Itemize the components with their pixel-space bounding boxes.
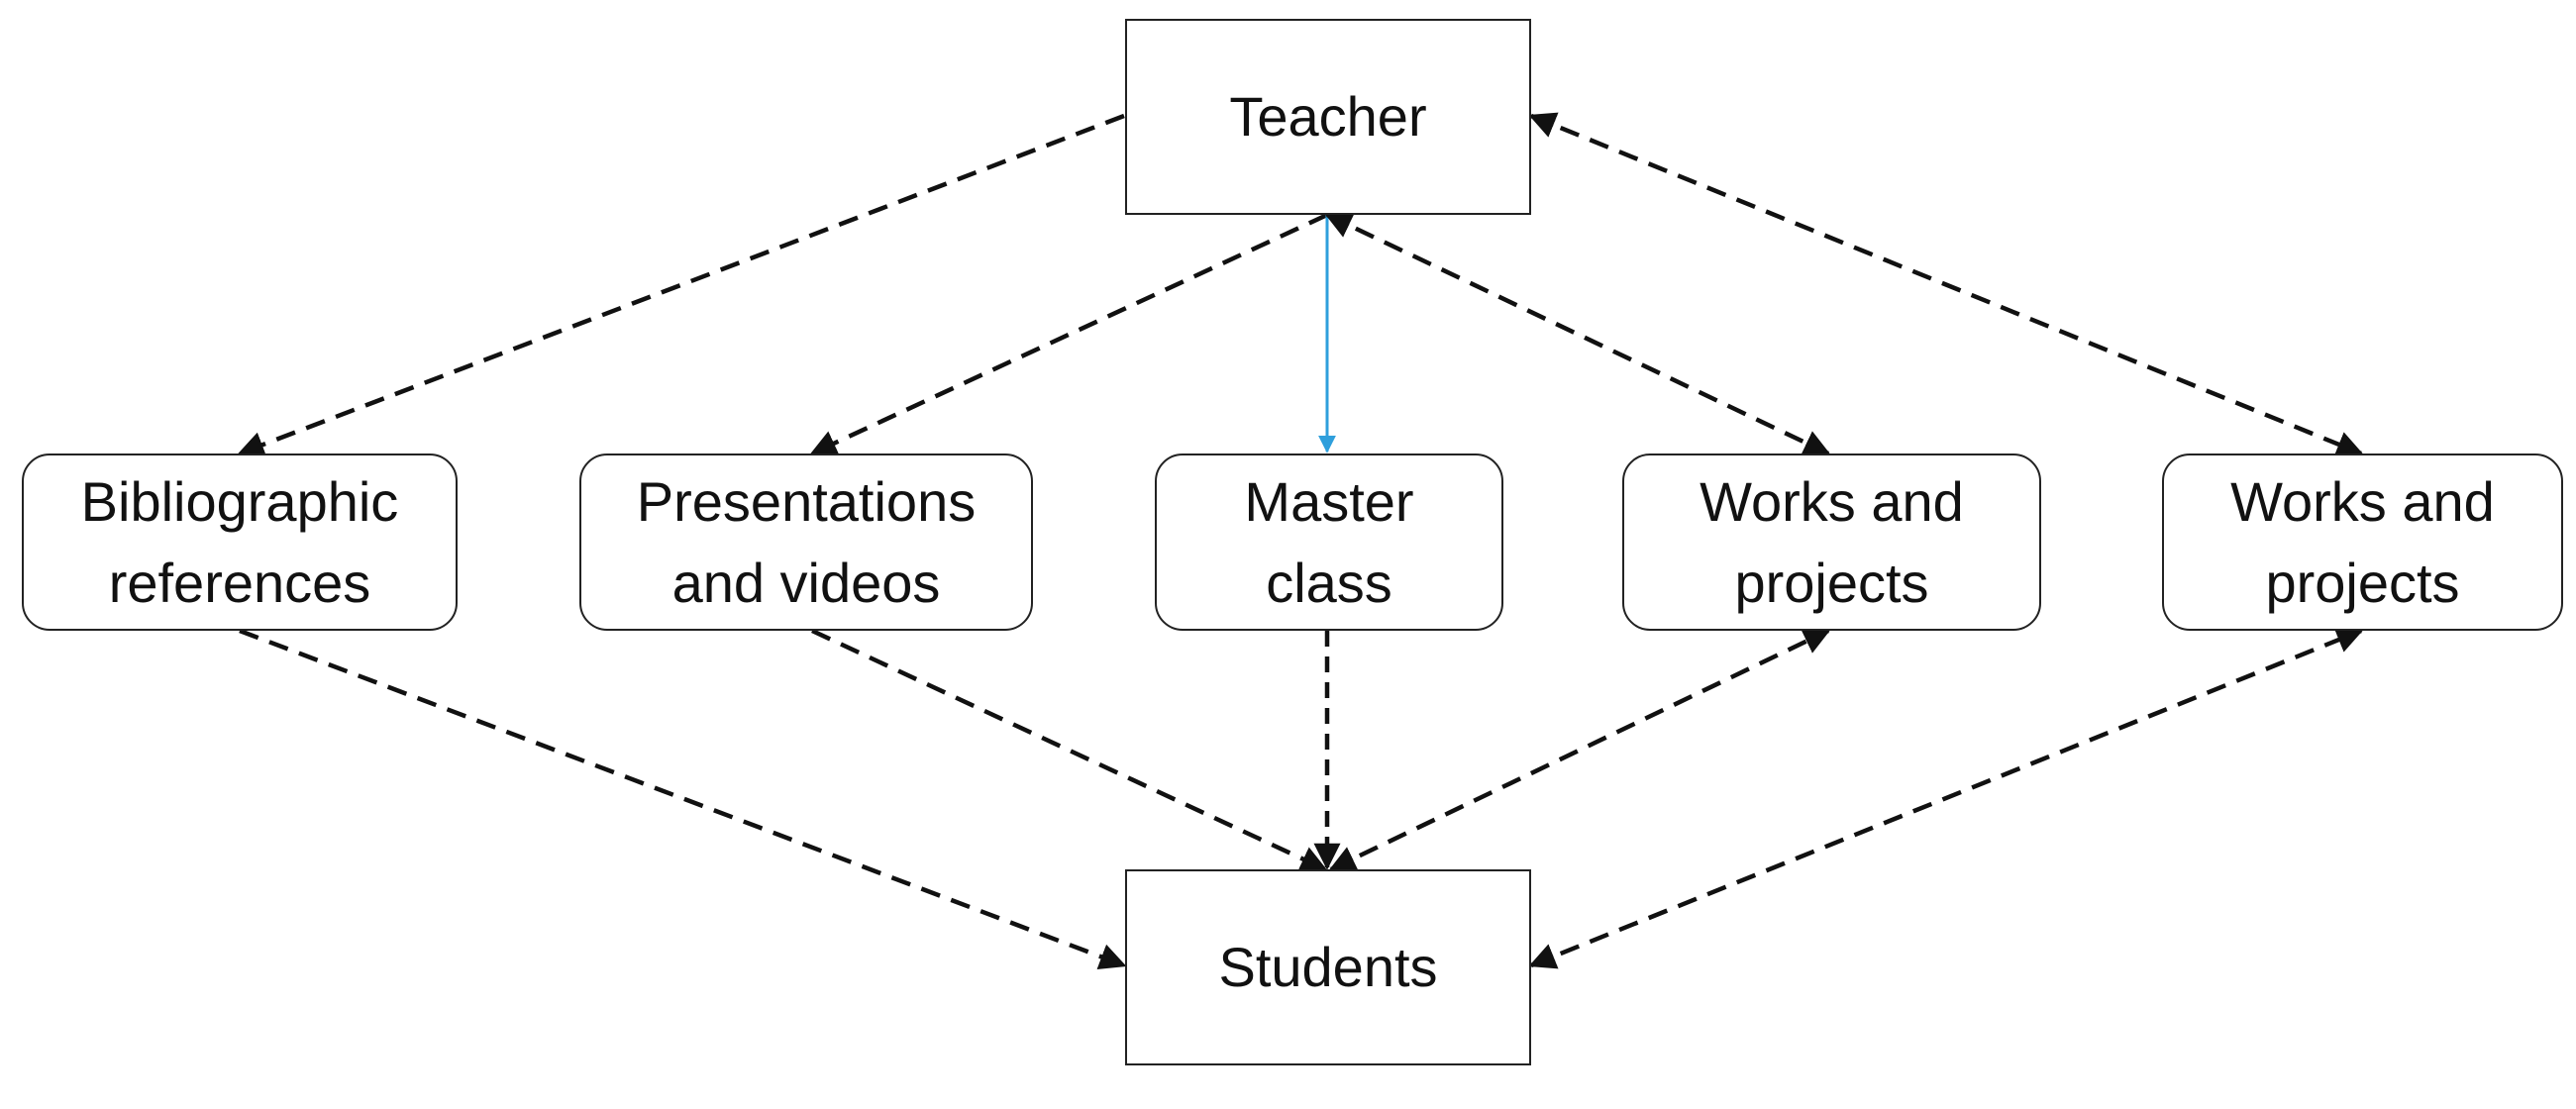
- edge-presentations-students: [811, 628, 1328, 872]
- node-presentations-and-videos: Presentations and videos: [579, 454, 1033, 631]
- edge-teacher-bibliographic: [237, 113, 1125, 457]
- edge-bibliographic-students: [239, 628, 1127, 970]
- edge-students-works2: [1528, 627, 2364, 969]
- node-students: Students: [1125, 869, 1531, 1065]
- edge-teacher-presentations: [809, 212, 1328, 456]
- node-bibliographic-references: Bibliographic references: [22, 454, 458, 631]
- edge-students-works1: [1328, 628, 1831, 872]
- edge-teacher-works1: [1324, 212, 1831, 456]
- node-master-class: Master class: [1155, 454, 1503, 631]
- node-works-and-projects-1: Works and projects: [1622, 454, 2041, 631]
- node-teacher: Teacher: [1125, 19, 1531, 215]
- edge-teacher-works2: [1528, 112, 2364, 457]
- node-works-and-projects-2: Works and projects: [2162, 454, 2563, 631]
